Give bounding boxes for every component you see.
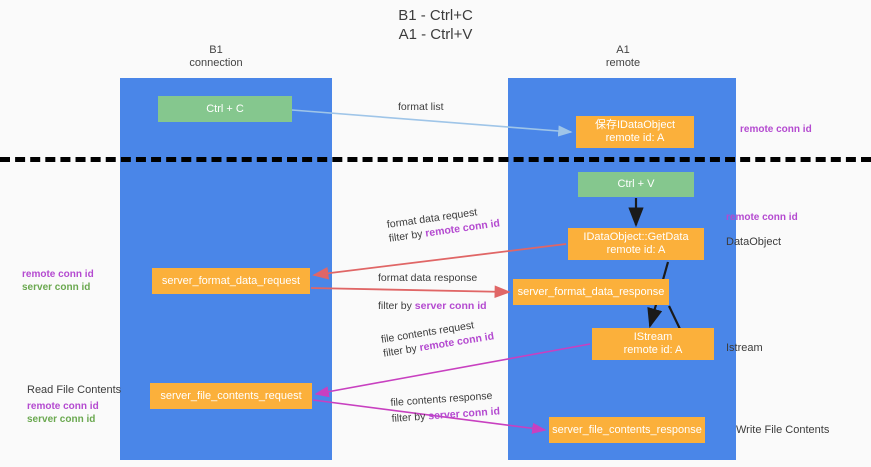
arrow-label-file-contents-response: file contents response filter by server … xyxy=(390,388,500,425)
annotation-left-server-conn-id-2: server conn id xyxy=(27,414,96,425)
box-istream[interactable]: IStream remote id: A xyxy=(592,328,714,360)
column-header-a1: A1 remote xyxy=(548,44,698,70)
arrow-label-format-data-response-line1: format data response xyxy=(378,272,478,284)
column-header-b1-role: connection xyxy=(189,57,243,69)
annotation-left-conn-ids: remote conn id server conn id xyxy=(22,268,94,294)
filter-key: server conn id xyxy=(414,300,487,312)
box-server-format-data-response-label: server_format_data_response xyxy=(517,285,665,298)
annotation-write-file-contents: Write File Contents xyxy=(736,424,830,436)
box-server-format-data-request[interactable]: server_format_data_request xyxy=(152,268,310,294)
arrow-label-file-contents-request: file contents request filter by remote c… xyxy=(380,315,495,360)
box-save-idataobject-label: 保存IDataObject xyxy=(594,119,676,131)
arrow-label-format-list-text: format list xyxy=(398,101,444,113)
annotation-istream: Istream xyxy=(726,342,763,354)
box-server-file-contents-response-label: server_file_contents_response xyxy=(552,423,702,436)
box-save-idataobject[interactable]: 保存IDataObject remote id: A xyxy=(576,116,694,148)
box-server-file-contents-request[interactable]: server_file_contents_request xyxy=(150,383,312,409)
annotation-read-file-contents: Read File Contents xyxy=(27,384,122,396)
filter-prefix: filter by xyxy=(391,410,429,425)
box-idataobject-getdata[interactable]: IDataObject::GetData remote id: A xyxy=(568,228,704,260)
annotation-remote-conn-id-top: remote conn id xyxy=(740,124,812,135)
annotation-dataobject: DataObject xyxy=(726,236,782,248)
page-title: B1 - Ctrl+C A1 - Ctrl+V xyxy=(0,6,871,44)
box-server-file-contents-request-label: server_file_contents_request xyxy=(160,389,302,402)
annotation-left-remote-conn-id-2: remote conn id xyxy=(27,401,99,412)
column-header-b1-name: B1 xyxy=(209,44,223,56)
box-server-format-data-request-label: server_format_data_request xyxy=(161,274,301,287)
arrow-label-format-list: format list xyxy=(398,100,444,114)
box-ctrl-c-label: Ctrl + C xyxy=(206,102,244,115)
box-server-format-data-response[interactable]: server_format_data_response xyxy=(513,279,669,305)
filter-prefix: filter by xyxy=(378,300,415,312)
arrow-label-format-data-response: format data response filter by server co… xyxy=(378,271,487,313)
filter-key: server conn id xyxy=(427,405,501,423)
phase-divider xyxy=(0,157,871,162)
arrow-label-format-data-request: format data request filter by remote con… xyxy=(386,202,501,245)
box-istream-label: IStream xyxy=(633,331,673,343)
column-header-b1: B1 connection xyxy=(146,44,286,70)
annotation-remote-conn-id-mid: remote conn id xyxy=(726,212,798,223)
column-header-a1-role: remote xyxy=(605,57,641,69)
title-line-1: B1 - Ctrl+C xyxy=(398,7,473,24)
box-istream-sub: remote id: A xyxy=(623,344,683,356)
annotation-read-file-contents-block: Read File Contents remote conn id server… xyxy=(27,384,121,426)
box-ctrl-v[interactable]: Ctrl + V xyxy=(578,172,694,197)
arrow-label-format-data-response-line2: filter by server conn id xyxy=(378,299,487,313)
box-ctrl-c[interactable]: Ctrl + C xyxy=(158,96,292,122)
title-line-2: A1 - Ctrl+V xyxy=(398,26,473,43)
box-ctrl-v-label: Ctrl + V xyxy=(617,178,655,190)
filter-prefix: filter by xyxy=(388,227,427,245)
box-idataobject-getdata-label: IDataObject::GetData xyxy=(583,231,689,243)
box-save-idataobject-sub: remote id: A xyxy=(605,132,665,144)
box-server-file-contents-response[interactable]: server_file_contents_response xyxy=(549,417,705,443)
column-header-a1-name: A1 xyxy=(616,44,630,56)
annotation-left-server-conn-id: server conn id xyxy=(22,282,91,293)
annotation-left-remote-conn-id: remote conn id xyxy=(22,269,94,280)
box-idataobject-getdata-sub: remote id: A xyxy=(606,244,666,256)
